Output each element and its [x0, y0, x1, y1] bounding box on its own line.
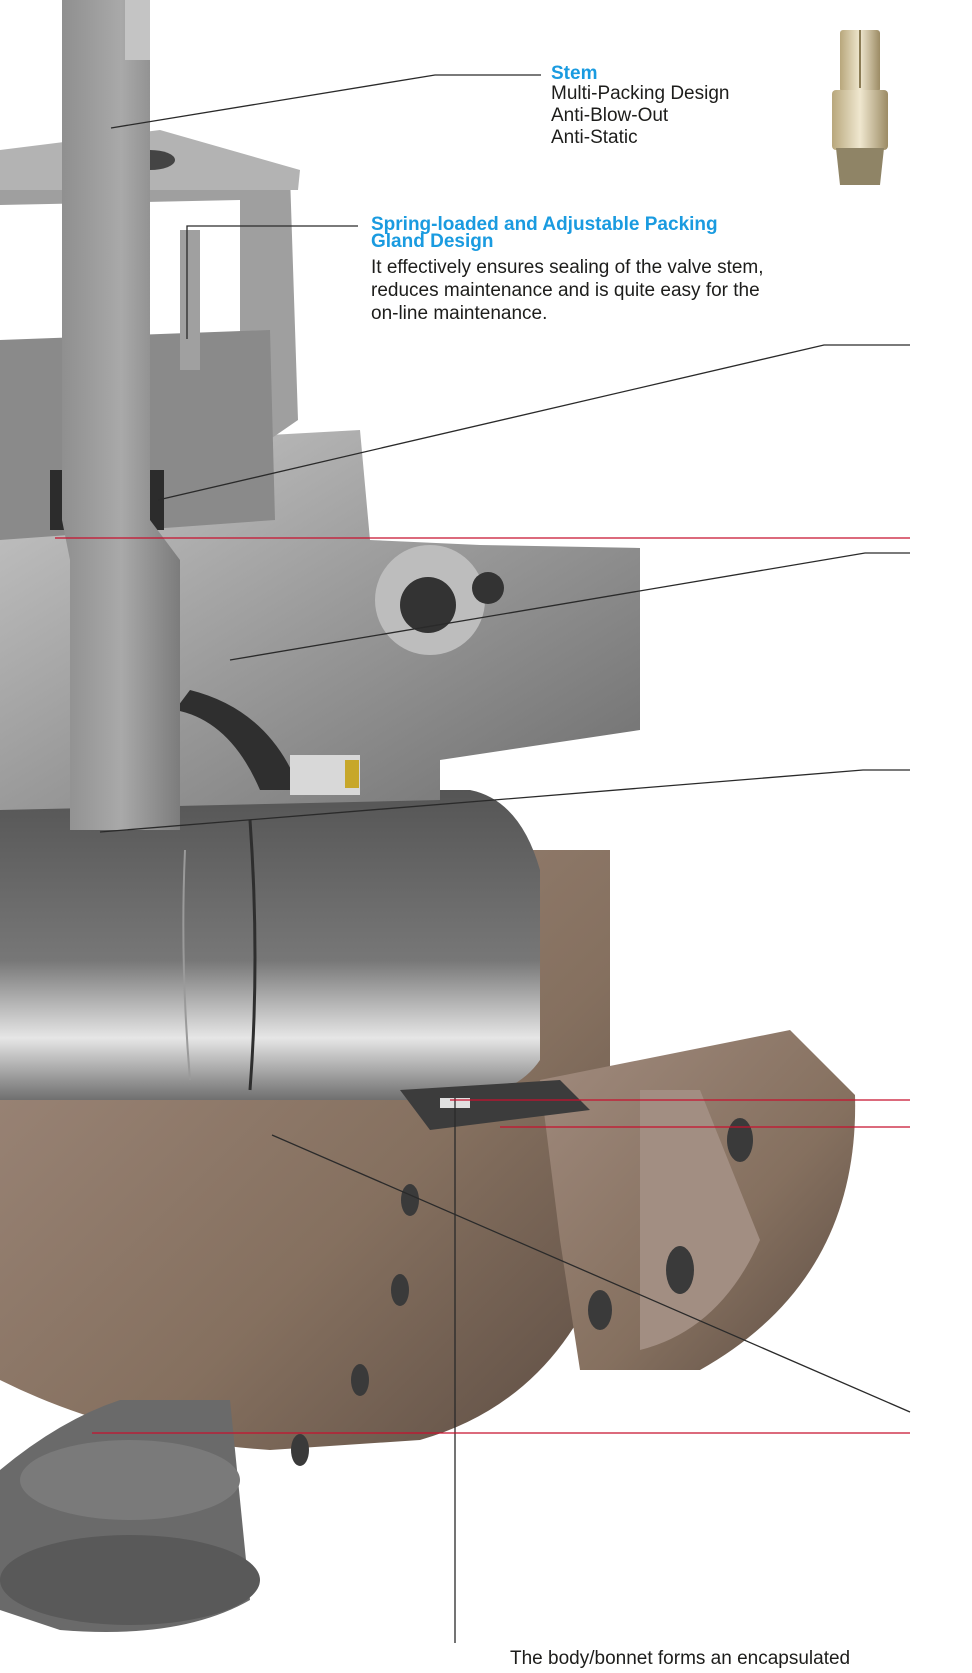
gland-callout: Spring-loaded and Adjustable Packing Gla… — [371, 214, 851, 325]
stem-title: Stem — [551, 63, 598, 84]
leader-lines-dark — [99, 74, 911, 1643]
leader-lines-red — [55, 537, 910, 1434]
bonnet-leader — [229, 552, 910, 661]
ball-bore — [0, 790, 540, 1100]
stem-thumbnail — [832, 30, 888, 185]
gland-description-line: on-line maintenance. — [371, 303, 548, 324]
gland-description-line: It effectively ensures sealing of the va… — [371, 257, 764, 278]
stem-feature: Anti-Static — [551, 127, 638, 148]
stem-feature: Anti-Blow-Out — [551, 105, 669, 126]
body-bonnet-callout: The body/bonnet forms an encapsulated — [510, 1648, 850, 1670]
body-bonnet-text: The body/bonnet forms an encapsulated — [510, 1648, 851, 1669]
packing-leader — [157, 344, 910, 501]
gland-description-line: reduces maintenance and is quite easy fo… — [371, 280, 760, 301]
gland-title: Gland Design — [371, 231, 494, 252]
bore-leader — [271, 1134, 911, 1413]
stem — [62, 0, 180, 830]
seat-leader — [99, 769, 910, 833]
stem-callout: Stem Multi-Packing Design Anti-Blow-Out … — [551, 64, 729, 149]
stem-feature: Multi-Packing Design — [551, 83, 730, 104]
gland-description: It effectively ensures sealing of the va… — [371, 256, 851, 325]
gland-title: Spring-loaded and Adjustable Packing — [371, 214, 718, 235]
gland-leader — [186, 225, 358, 339]
stem-leader — [110, 74, 541, 129]
